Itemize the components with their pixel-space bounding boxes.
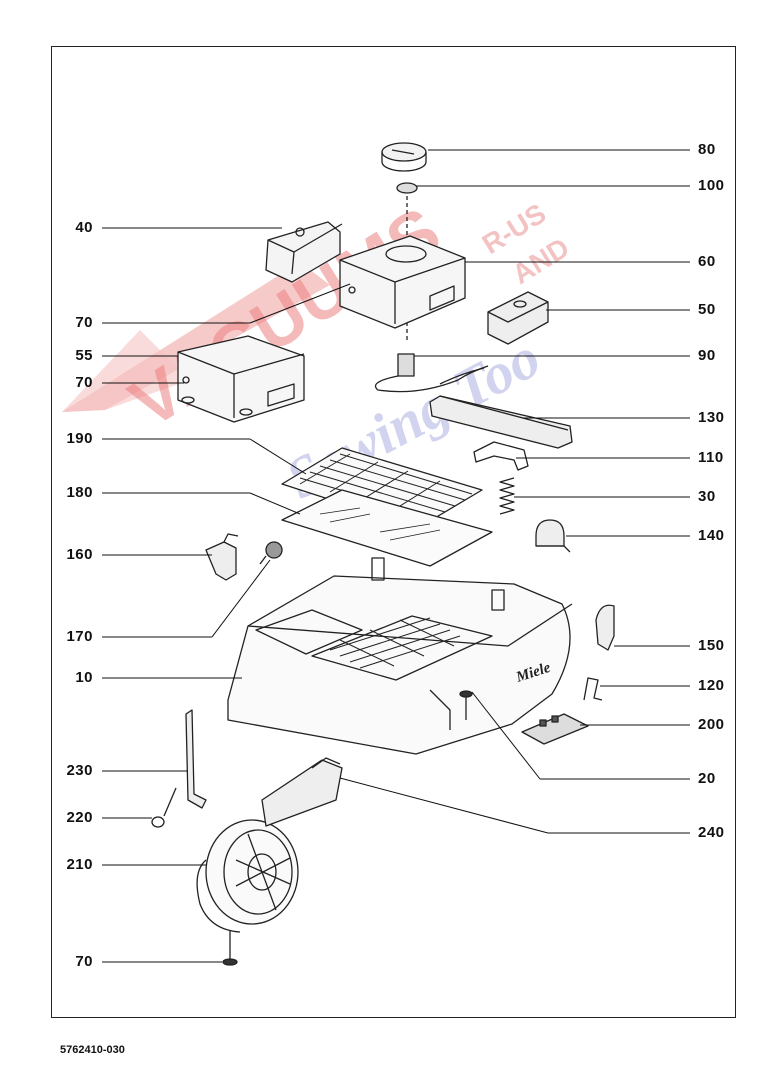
part-90-switch [374,353,489,393]
part-30-spring [499,477,515,515]
leader-lines [102,149,690,963]
part-80-knob [381,142,427,172]
part-150-clip [595,604,615,651]
callout-80: 80 [698,141,716,158]
callout-100: 100 [698,177,725,194]
callout-220: 220 [66,809,93,826]
part-40-cover [265,221,343,283]
part-140-button [535,519,571,553]
part-160-latch [205,533,239,581]
callout-50: 50 [698,301,716,318]
part-50-cover [487,291,549,345]
part-110-clip [473,441,529,471]
callout-200: 200 [698,716,725,733]
part-10-base [227,557,573,755]
part-60-housing [339,235,466,329]
callout-160: 160 [66,546,93,563]
callout-70-top: 70 [75,314,93,331]
callout-130: 130 [698,409,725,426]
part-210-cord-reel [196,819,299,933]
callout-90: 90 [698,347,716,364]
callout-60: 60 [698,253,716,270]
callout-210: 210 [66,856,93,873]
callout-140: 140 [698,527,725,544]
part-70-screw [222,930,238,966]
part-180-filter [281,489,493,567]
callout-180: 180 [66,484,93,501]
part-120-bracket [583,677,603,701]
diagram-frame [51,46,736,1018]
part-130-slider [429,395,573,449]
callout-70-bottom: 70 [75,953,93,970]
callout-40: 40 [75,219,93,236]
callout-230: 230 [66,762,93,779]
part-220-ring [151,787,177,828]
callout-55: 55 [75,347,93,364]
callout-70-middle: 70 [75,374,93,391]
part-240-cord-plug [261,757,343,827]
callout-120: 120 [698,677,725,694]
part-170-wheel [259,541,283,565]
callout-150: 150 [698,637,725,654]
callout-110: 110 [698,449,724,466]
callout-30: 30 [698,488,716,505]
part-20-screw [459,690,473,720]
callout-170: 170 [66,628,93,645]
part-230-lever [185,709,207,809]
document-number: 5762410-030 [60,1044,125,1056]
callout-240: 240 [698,824,725,841]
part-55-housing [177,335,305,423]
callout-20: 20 [698,770,716,787]
callout-190: 190 [66,430,93,447]
callout-10: 10 [75,669,93,686]
part-200-board [521,713,589,745]
